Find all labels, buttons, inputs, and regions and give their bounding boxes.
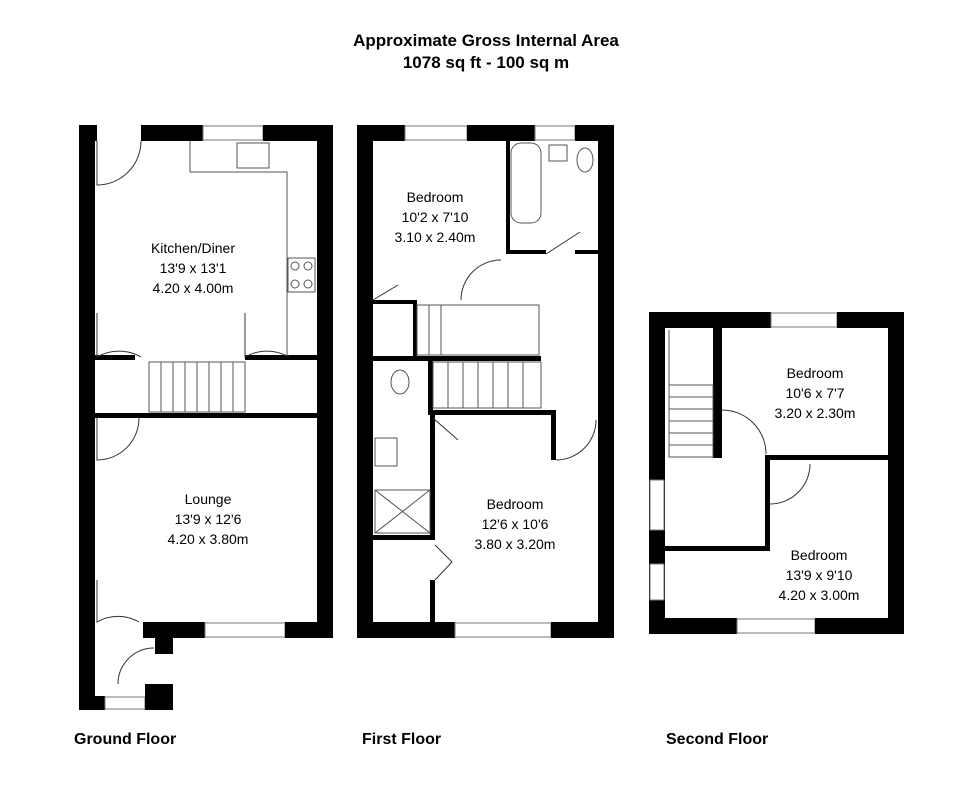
- second-floor-label: Second Floor: [666, 731, 769, 748]
- room-size-imperial: 12'6 x 10'6: [482, 516, 549, 532]
- room-name: Bedroom: [791, 547, 848, 563]
- area-value: 1078 sq ft - 100 sq m: [402, 53, 570, 72]
- area-title: Approximate Gross Internal Area: [353, 31, 619, 50]
- room-name: Bedroom: [407, 189, 464, 205]
- room-name: Bedroom: [787, 365, 844, 381]
- room-size-imperial: 13'9 x 9'10: [786, 567, 853, 583]
- room-size-metric: 3.10 x 2.40m: [395, 229, 476, 245]
- room-size-metric: 3.20 x 2.30m: [775, 405, 856, 421]
- room-second-bedroom-1: Bedroom 10'6 x 7'7 3.20 x 2.30m: [775, 365, 856, 421]
- room-first-bedroom-2: Bedroom 12'6 x 10'6 3.80 x 3.20m: [475, 496, 556, 552]
- room-size-metric: 3.80 x 3.20m: [475, 536, 556, 552]
- ground-floor-plan: [79, 125, 333, 710]
- room-second-bedroom-2: Bedroom 13'9 x 9'10 4.20 x 3.00m: [779, 547, 860, 603]
- room-kitchen-diner: Kitchen/Diner 13'9 x 13'1 4.20 x 4.00m: [151, 240, 235, 296]
- room-name: Kitchen/Diner: [151, 240, 235, 256]
- room-first-bedroom-1: Bedroom 10'2 x 7'10 3.10 x 2.40m: [395, 189, 476, 245]
- room-size-imperial: 13'9 x 13'1: [160, 260, 227, 276]
- second-floor-plan: [649, 312, 904, 634]
- first-floor-label: First Floor: [362, 731, 442, 748]
- room-name: Bedroom: [487, 496, 544, 512]
- first-floor-plan: [357, 125, 614, 638]
- room-size-imperial: 13'9 x 12'6: [175, 511, 242, 527]
- room-size-metric: 4.20 x 4.00m: [153, 280, 234, 296]
- room-name: Lounge: [185, 491, 232, 507]
- room-lounge: Lounge 13'9 x 12'6 4.20 x 3.80m: [168, 491, 249, 547]
- room-size-metric: 4.20 x 3.00m: [779, 587, 860, 603]
- room-size-metric: 4.20 x 3.80m: [168, 531, 249, 547]
- room-size-imperial: 10'2 x 7'10: [402, 209, 469, 225]
- room-size-imperial: 10'6 x 7'7: [785, 385, 844, 401]
- ground-floor-label: Ground Floor: [74, 731, 177, 748]
